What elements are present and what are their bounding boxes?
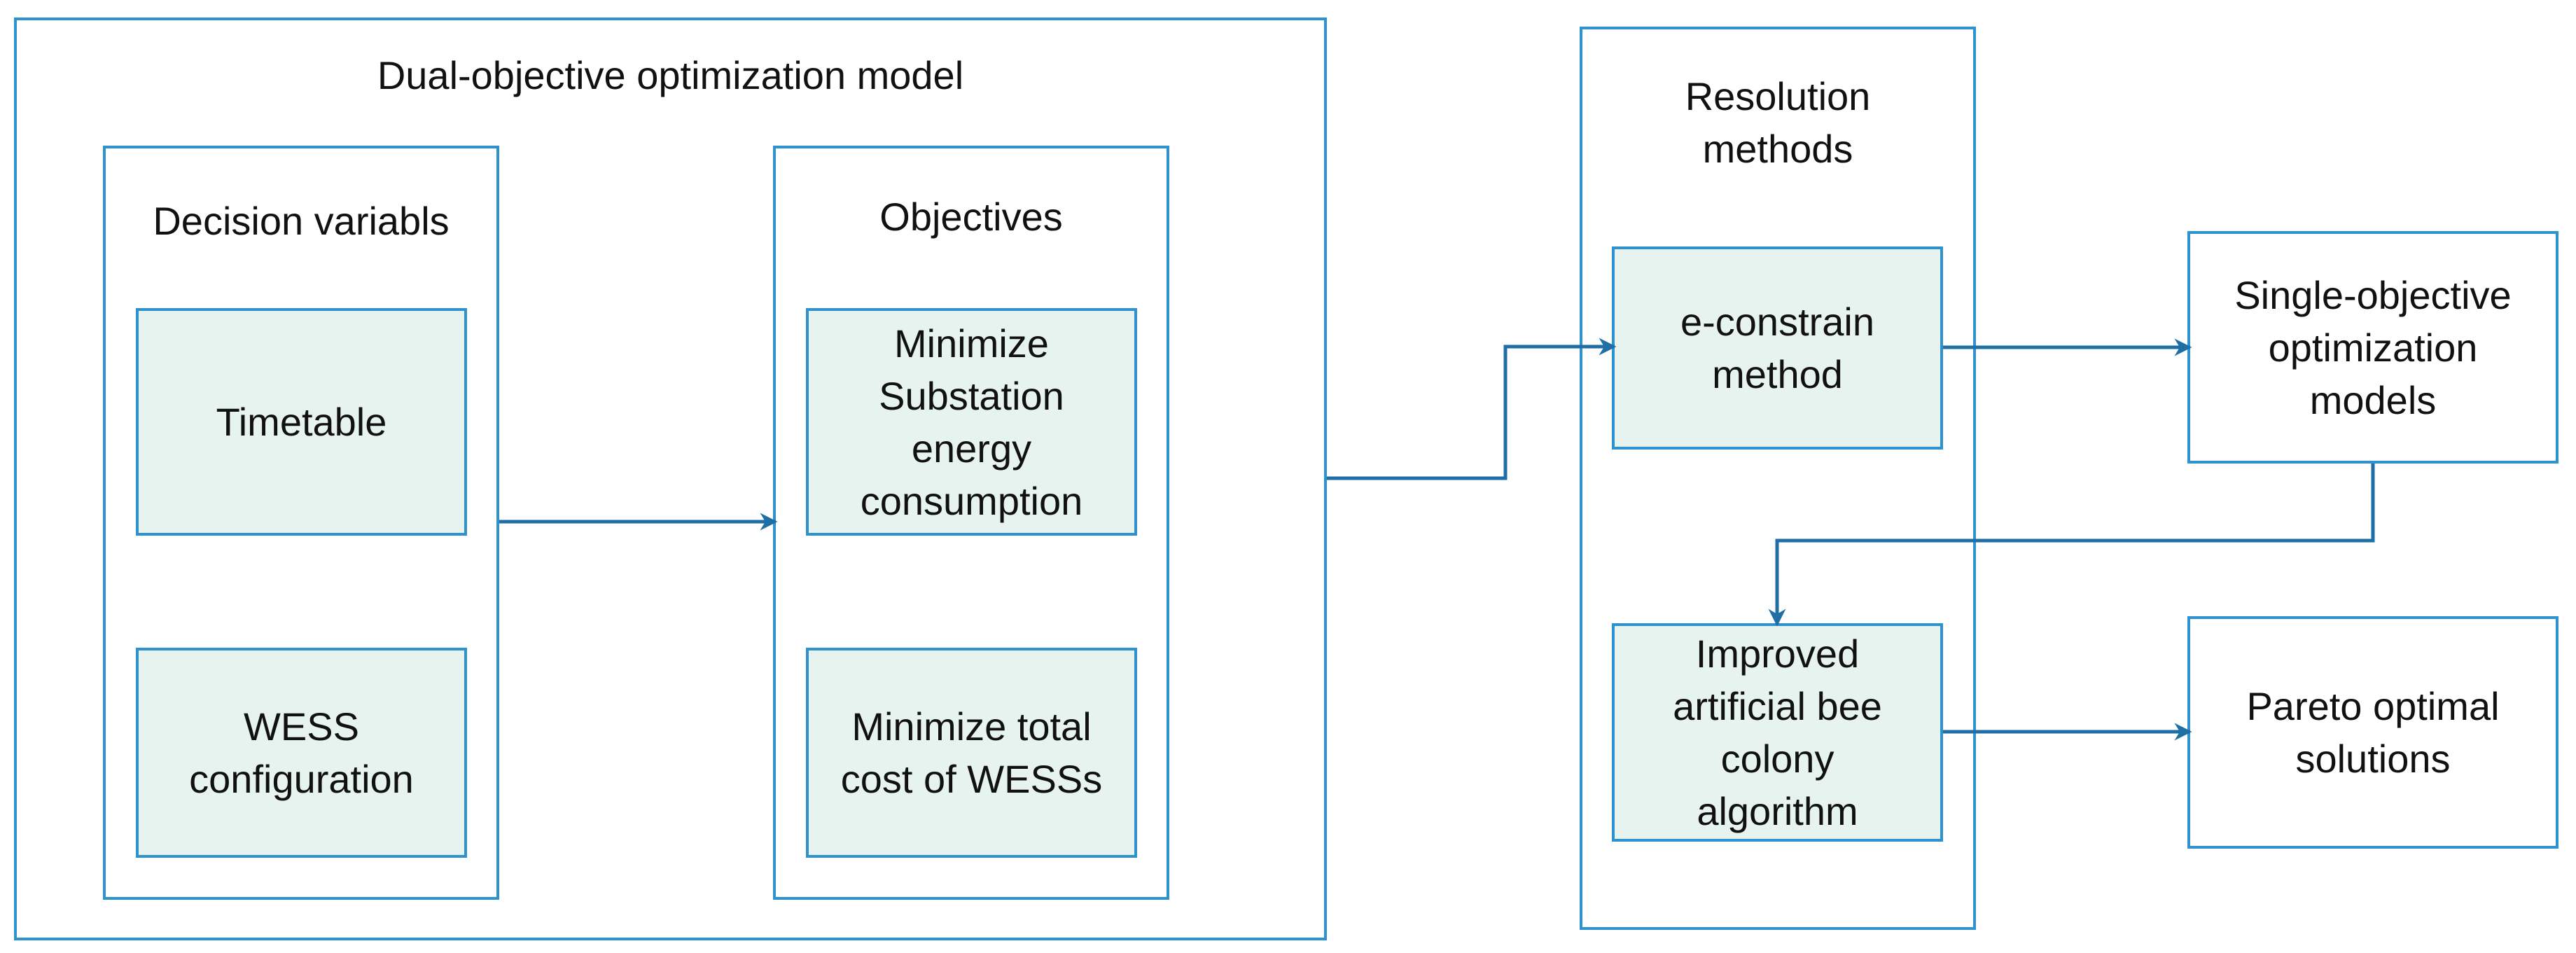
wess-configuration-line-2: configuration <box>189 757 414 801</box>
single-objective-line-2: optimization <box>2268 325 2478 370</box>
objectives-title: Objectives <box>879 195 1063 239</box>
minimize-cost-line-1: Minimize total <box>851 704 1092 749</box>
minimize-cost-line-2: cost of WESSs <box>840 757 1103 801</box>
improved-abc-line-1: Improved <box>1695 632 1860 676</box>
single-objective-models-node: Single-objective optimization models <box>2187 231 2558 464</box>
e-constrain-line-2: method <box>1712 352 1843 396</box>
pareto-line-1: Pareto optimal <box>2246 684 2500 728</box>
minimize-energy-line-4: consumption <box>860 478 1083 523</box>
pareto-optimal-node: Pareto optimal solutions <box>2187 616 2558 849</box>
minimize-energy-line-3: energy <box>911 426 1032 471</box>
e-constrain-line-1: e-constrain <box>1680 300 1875 344</box>
improved-abc-node: Improved artificial bee colony algorithm <box>1612 623 1943 842</box>
wess-configuration-node: WESS configuration <box>136 648 467 858</box>
resolution-methods-line-2: methods <box>1702 127 1853 171</box>
improved-abc-line-3: colony <box>1720 737 1834 781</box>
minimize-energy-node: Minimize Substation energy consumption <box>806 308 1137 536</box>
wess-configuration-line-1: WESS <box>244 704 359 749</box>
pareto-line-2: solutions <box>2295 737 2451 781</box>
minimize-energy-line-1: Minimize <box>894 321 1049 366</box>
resolution-methods-line-1: Resolution <box>1685 74 1871 118</box>
minimize-energy-line-2: Substation <box>879 373 1064 418</box>
dual-objective-model-title: Dual-objective optimization model <box>377 53 964 97</box>
timetable-node: Timetable <box>136 308 467 536</box>
improved-abc-line-2: artificial bee <box>1673 684 1882 728</box>
minimize-cost-node: Minimize total cost of WESSs <box>806 648 1137 858</box>
single-objective-line-1: Single-objective <box>2234 272 2512 317</box>
timetable-text: Timetable <box>216 400 387 444</box>
e-constrain-node: e-constrain method <box>1612 246 1943 450</box>
resolution-methods-title: Resolution methods <box>1580 70 1976 175</box>
arrow-model-to-e-constrain <box>1327 338 1617 480</box>
improved-abc-line-4: algorithm <box>1697 789 1858 833</box>
single-objective-line-3: models <box>2309 377 2437 422</box>
decision-variables-title: Decision variabls <box>153 199 450 243</box>
arrow-single-objective-to-abc <box>1768 464 2375 627</box>
